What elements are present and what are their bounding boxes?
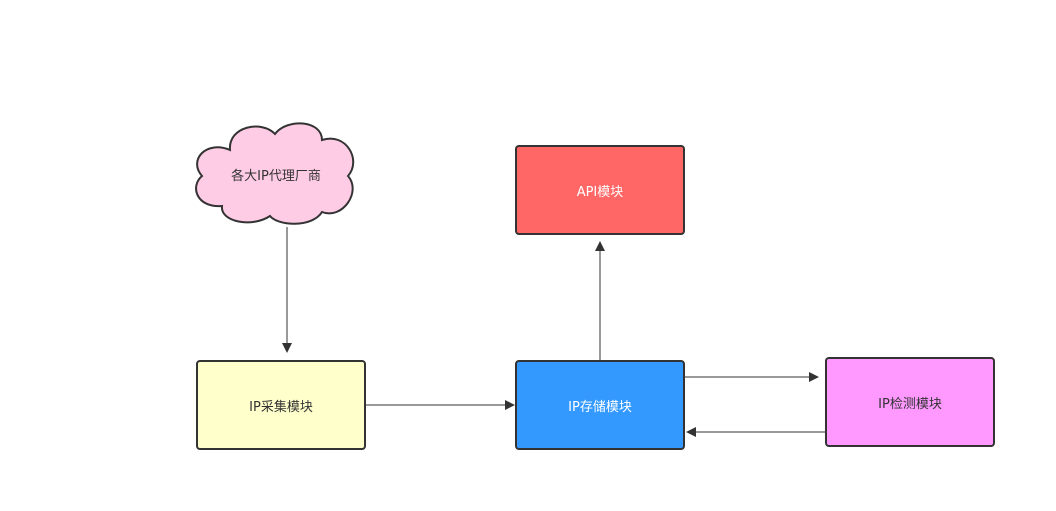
ip-storage-module-label: IP存储模块: [568, 399, 632, 415]
api-module-box[interactable]: API模块: [515, 145, 685, 235]
api-module-label: API模块: [576, 184, 624, 200]
ip-check-module-box[interactable]: IP检测模块: [825, 357, 995, 447]
ip-storage-module-box[interactable]: IP存储模块: [515, 360, 685, 450]
ip-collect-module-label: IP采集模块: [249, 399, 313, 415]
vendor-cloud-shape: [195, 122, 355, 225]
ip-check-module-label: IP检测模块: [878, 396, 942, 412]
ip-collect-module-box[interactable]: IP采集模块: [196, 360, 366, 450]
